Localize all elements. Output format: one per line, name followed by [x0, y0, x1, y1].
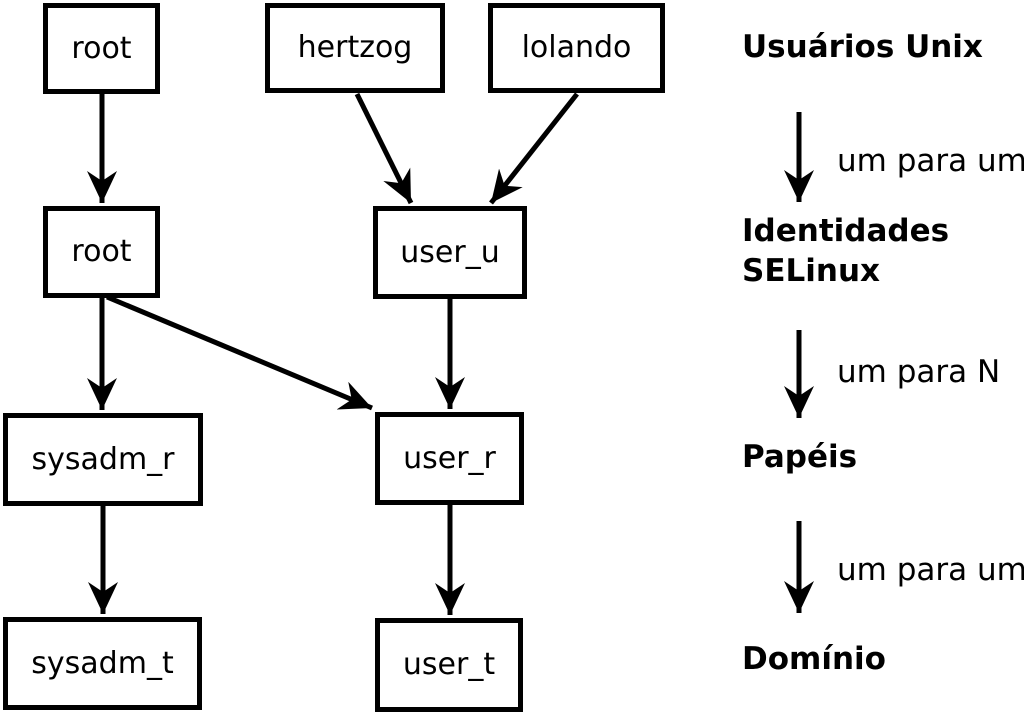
node-hertzog: hertzog [265, 3, 445, 93]
node-root-unix: root [43, 3, 160, 94]
node-user-u: user_u [373, 206, 527, 299]
legend-um-para-um-1: um para um [837, 143, 1024, 179]
legend-dominio: Domínio [742, 641, 886, 677]
node-sysadm-r: sysadm_r [3, 413, 203, 506]
legend-papeis: Papéis [742, 439, 858, 475]
legend-usuarios-unix: Usuários Unix [742, 29, 983, 65]
node-user-t: user_t [375, 618, 523, 712]
legend-um-para-um-2: um para um [837, 552, 1024, 588]
edge-root-selinux-to-user-r [106, 294, 373, 411]
node-root-selinux: root [43, 206, 160, 298]
edge-lolando-to-user-u [489, 92, 579, 205]
edge-hertzog-to-user-u [354, 92, 414, 205]
legend-identidades-selinux: Identidades SELinux [742, 213, 950, 289]
node-user-r: user_r [375, 412, 524, 505]
node-lolando: lolando [488, 3, 665, 93]
legend-um-para-n: um para N [837, 354, 1001, 390]
node-sysadm-t: sysadm_t [3, 617, 202, 710]
